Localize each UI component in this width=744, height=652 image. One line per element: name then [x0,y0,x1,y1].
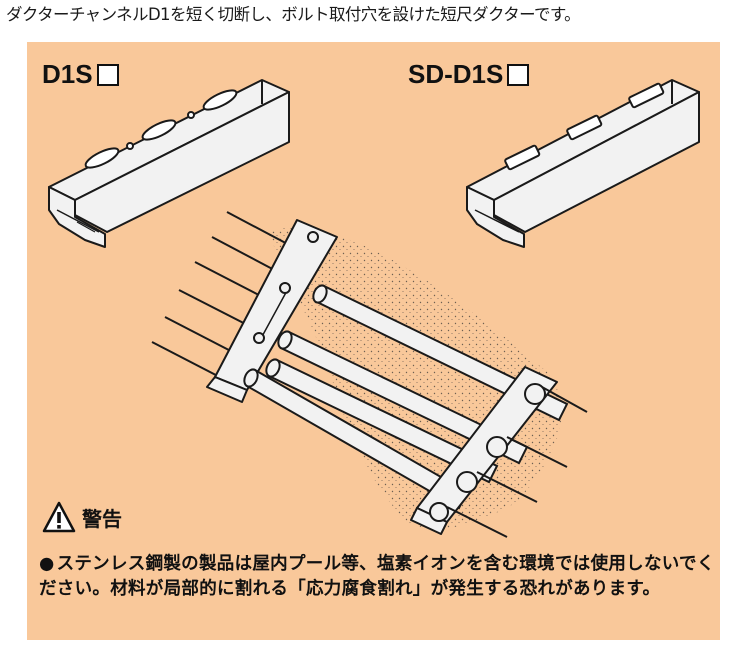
warning-body: ステンレス鋼製の製品は屋内プール等、塩素イオンを含む環境では使用しないでください… [39,554,715,599]
product-code-d1s: D1S [42,59,93,89]
channel-sd-d1s-drawing [466,79,700,248]
warning-bullet: ● [39,554,55,574]
product-label-d1s: D1S [42,59,119,90]
illustration-panel: D1S SD-D1S [27,42,720,640]
pipes-long [243,284,569,510]
bracket-right-drawing [410,366,558,535]
channel-d1s-drawing [48,79,290,248]
blank-box-icon [96,63,119,86]
product-code-sd-d1s: SD-D1S [408,59,504,89]
pipes-right-end [446,386,588,538]
warning-text: ●ステンレス鋼製の製品は屋内プール等、塩素イオンを含む環境では使用しないでくださ… [39,552,719,602]
warning-triangle-icon [42,501,76,533]
caption-text: ダクターチャンネルD1を短く切断し、ボルト取付穴を設けた短尺ダクターです。 [6,5,581,24]
bracket-left-drawing [206,219,338,403]
product-label-sd-d1s: SD-D1S [408,59,530,90]
warning-heading: 警告 [42,501,122,533]
warning-title: 警告 [82,506,122,531]
product-illustration [48,79,700,538]
blank-box-icon [507,63,530,86]
